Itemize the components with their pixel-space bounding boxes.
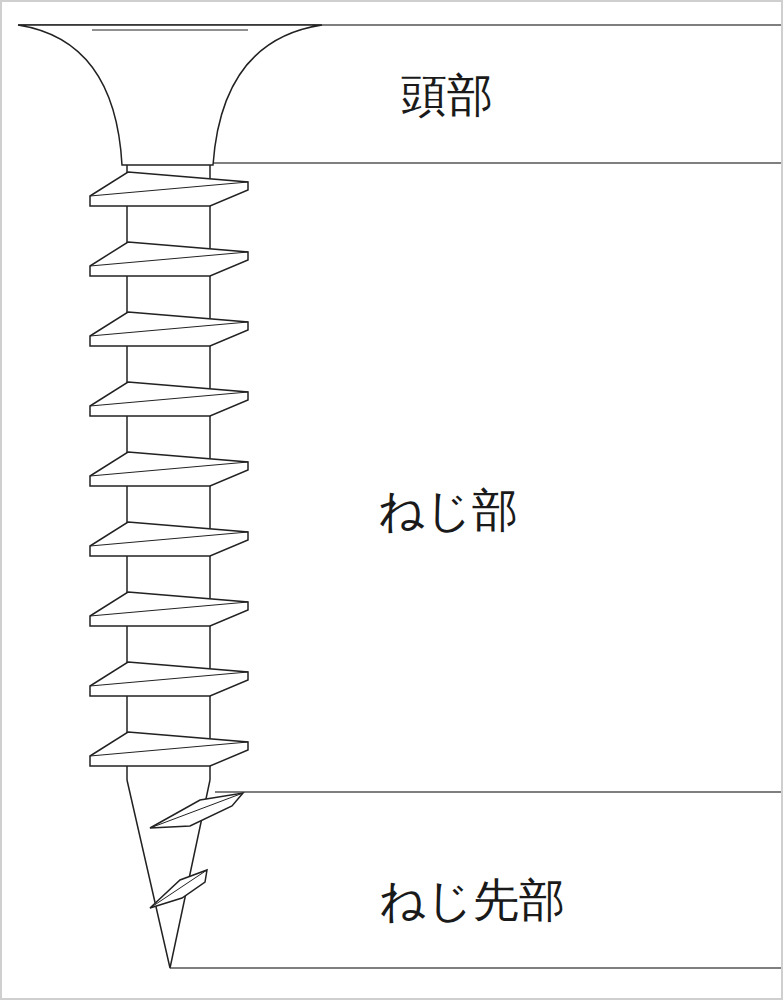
thread-flank — [90, 172, 248, 206]
thread-flank — [90, 242, 248, 276]
thread-flank — [90, 312, 248, 346]
screw-threads — [90, 172, 248, 766]
screw-shank — [127, 165, 243, 968]
part-name: ねじ部 — [378, 485, 518, 536]
thread-flank — [90, 732, 248, 766]
thread-flank — [90, 452, 248, 486]
thread-flank — [90, 592, 248, 626]
part-name: 頭部 — [401, 70, 493, 121]
thread-flank — [90, 662, 248, 696]
screw-head — [18, 25, 322, 165]
part-name: ねじ先部 — [379, 875, 565, 926]
divider-lines — [18, 25, 781, 968]
thread-flank — [90, 522, 248, 556]
thread-flank — [90, 382, 248, 416]
